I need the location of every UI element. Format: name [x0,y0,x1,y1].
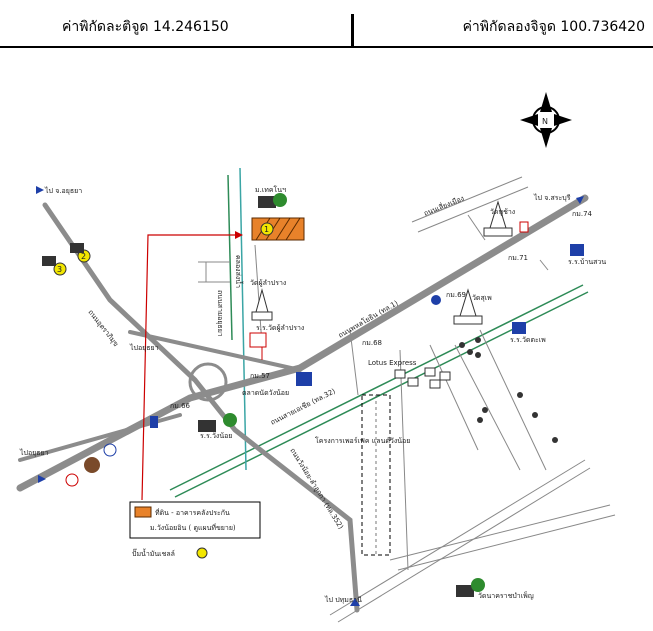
label-to-top-right: ไป จ.สระบุรี [533,193,571,202]
minor-roads [254,176,616,623]
school-icon [150,244,584,428]
gas-station-icon [42,196,474,597]
label-wat2: วัดหูช้าง [490,208,515,216]
coordinates-header: ค่าพิกัดละติจูด 14.246150 ค่าพิกัดลองจิจ… [0,0,653,48]
label-road-local: ถนนสายอยุธยา [216,290,224,337]
legend-site-line1: ที่ดิน - อาคารคลังประกัน [155,508,230,517]
label-school1: ร.ร.วัดผู้ลำปราง [256,324,304,332]
buildings-cluster [394,367,451,389]
marker-1: 1 [260,222,274,236]
svg-text:2: 2 [81,252,86,261]
info-icon [431,295,441,305]
label-market: ตลาดนัดวังน้อย [242,389,289,397]
longitude-readout: ค่าพิกัดลองจิจูด 100.736420 [463,16,645,38]
temple-icon [251,200,513,325]
legend: ที่ดิน - อาคารคลังประกัน ม.วังน้อยอิน ( … [129,501,261,559]
school-pink-icon [249,332,267,348]
tree-icons-large [223,193,485,592]
north-compass-icon: N [520,92,572,148]
hospital-icon [65,473,79,487]
label-road-phahon: ถนนพหลโยธิน (ทล.1) [337,298,400,340]
header-divider [351,14,354,46]
latitude-label: ค่าพิกัดละติจูด [62,19,149,35]
label-to-top-left: ไป จ.อยุธยา [44,186,82,195]
label-km57: กม.57 [250,372,270,380]
longitude-value: 100.736420 [560,19,645,35]
marker-3: 3 [53,262,67,276]
latitude-readout: ค่าพิกัดละติจูด 14.246150 [62,16,229,38]
label-school3: ร.ร.บ้านสวน [568,258,606,266]
svg-text:1: 1 [264,225,269,234]
label-project: โครงการเพอร์เฟค แลนด์วังน้อย [315,436,410,445]
label-wat1: วัดผู้ลำปราง [250,279,286,287]
tree-icons [459,337,558,443]
label-school2: ร.ร.วัดตะเพ [510,336,546,344]
arrow-nw-icon [36,186,44,194]
label-km68: กม.68 [362,339,382,347]
label-univ: ม.เทคโนฯ [255,185,286,194]
legend-site-swatch [134,506,152,518]
longitude-label: ค่าพิกัดลองจิจูด [462,19,556,35]
legend-site-line2: ม.วังน้อยอิน ( ดูแผนที่ขยาย) [150,523,236,532]
interchange [188,362,228,402]
legend-gas-label: ปั๊มน้ำมันเชลล์ [132,547,175,558]
label-km74: กม.74 [572,210,593,218]
legend-gas-marker [196,547,208,559]
label-temple-bottom: วัดนาคราชบำเพ็ญ [478,591,534,600]
label-to-left-bottom: ไปอยุธยา [19,448,49,457]
label-road-uttaraphimuk: ถนนอุตราภิมุข [86,308,120,348]
route-line [141,234,235,501]
canal-line [239,167,247,471]
label-road-bypass: ถนนเลี่ยงเมือง [422,194,465,218]
mountain-icon [84,457,100,473]
svg-text:3: 3 [57,265,62,274]
label-school4: ร.ร.วังน้อย [200,432,232,440]
label-wat3: วัดสุเพ [472,294,492,302]
compass-label: N [542,117,548,126]
label-km69: กม.69 [446,291,466,299]
label-lotus: Lotus Express [368,359,417,367]
label-to-bottom: ไป ปทุมธานี [324,595,362,604]
label-road-352: ถนนวังน้อย-ลำลูกกา (ทล.352) [288,447,345,531]
label-canal: คลองส่งน้ำ [234,255,245,288]
location-map: N [16,92,616,623]
label-km71: กม.71 [508,254,528,262]
label-to-left-mid: ไปอยุธยา [129,343,159,352]
label-km66: กม.66 [170,402,191,410]
latitude-value: 14.246150 [152,19,229,35]
